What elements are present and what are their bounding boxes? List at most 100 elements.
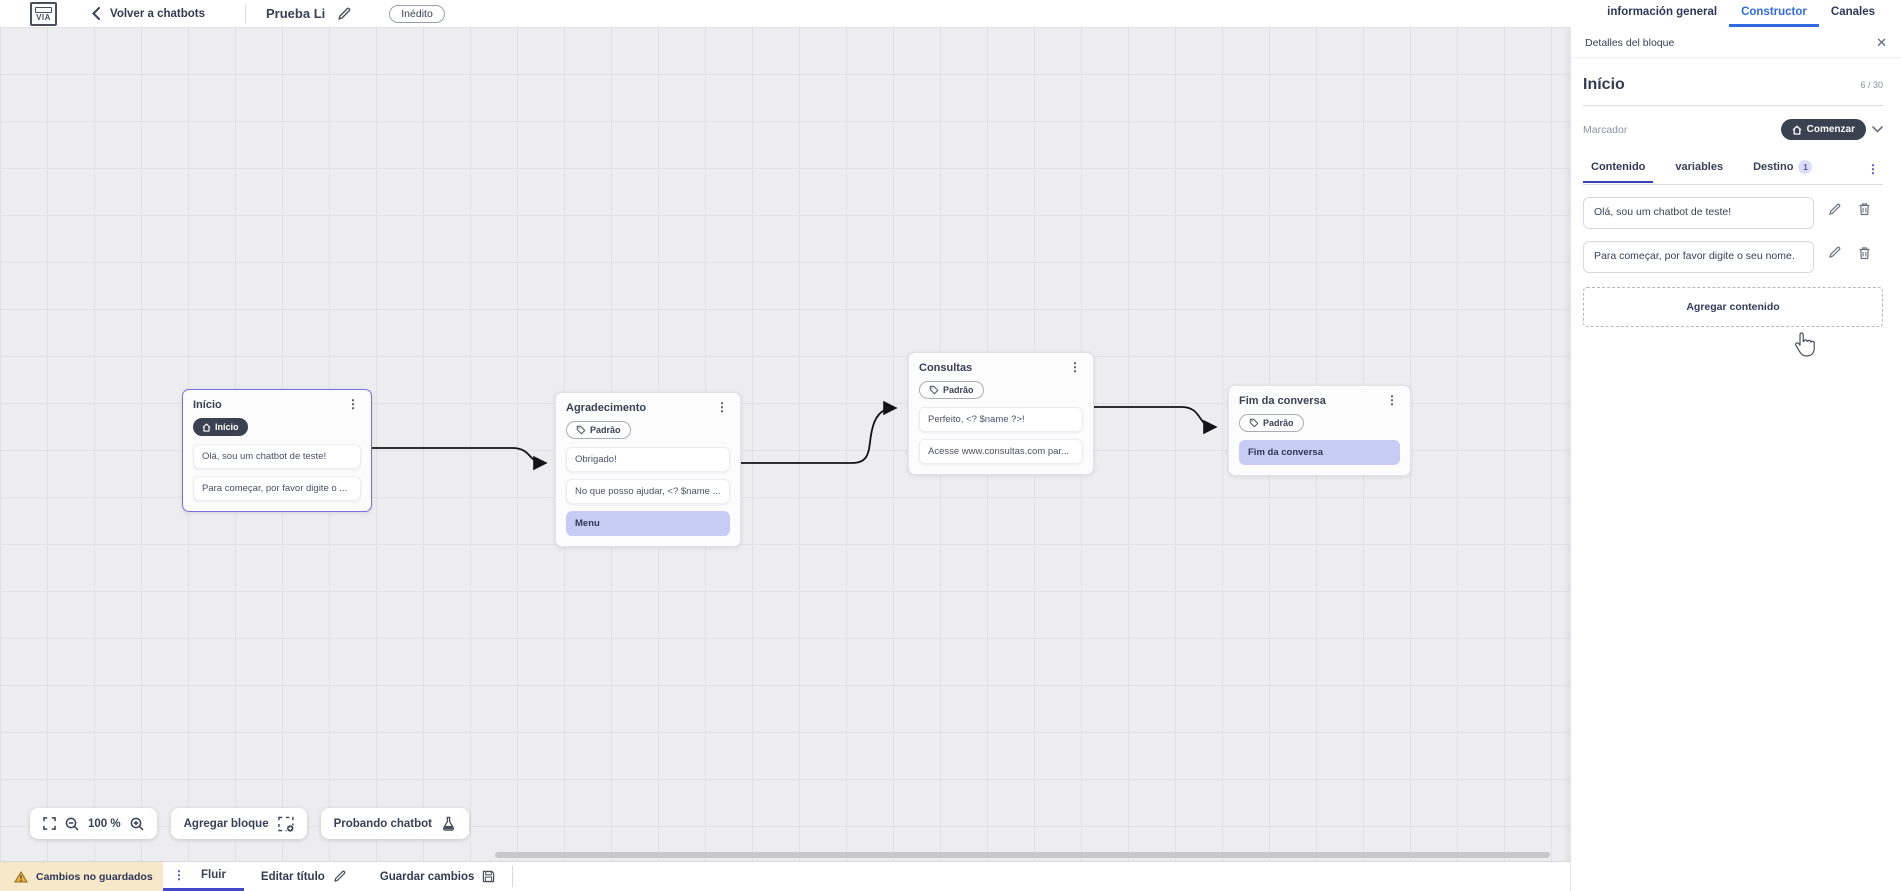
- home-icon: [1792, 125, 1802, 135]
- back-chevron-icon[interactable]: [92, 7, 100, 20]
- topbar-divider: [245, 4, 247, 23]
- edit-content-pencil-icon[interactable]: [1828, 246, 1841, 259]
- node-item[interactable]: Perfeito, <? $name ?>!: [919, 407, 1083, 432]
- edge-inicio-agradecimento: [372, 447, 548, 471]
- app-logo-text: VIA: [36, 12, 51, 22]
- save-changes-button[interactable]: Guardar cambios: [363, 862, 513, 891]
- content-row: Olá, sou um chatbot de teste!: [1583, 197, 1883, 229]
- unsaved-changes-label: Cambios no guardados: [36, 870, 153, 883]
- tab-fluir[interactable]: ⋮ Fluir: [163, 862, 244, 891]
- panel-divider: [1583, 105, 1883, 106]
- edit-content-pencil-icon[interactable]: [1828, 203, 1841, 216]
- close-icon[interactable]: ✕: [1876, 35, 1887, 50]
- node-marker-badge: Padrão: [919, 381, 984, 399]
- unsaved-changes-indicator: Cambios no guardados: [0, 862, 163, 891]
- add-block-button[interactable]: Agregar bloque: [170, 808, 307, 839]
- chatbot-title: Prueba Li: [266, 6, 326, 21]
- zoom-controls: 100 %: [30, 808, 157, 839]
- node-item-menu[interactable]: Menu: [566, 511, 730, 536]
- node-marker-label: Padrão: [943, 385, 974, 395]
- tab-variables-label: variables: [1675, 161, 1724, 173]
- node-title: Agradecimento: [566, 402, 647, 414]
- node-menu-icon[interactable]: ⋮: [1069, 360, 1081, 374]
- flow-node-agradecimento[interactable]: Agradecimento ⋮ Padrão Obrigado! No que …: [555, 392, 741, 547]
- edge-consultas-fim: [1093, 406, 1218, 435]
- tab-informacion-general[interactable]: información general: [1607, 6, 1718, 18]
- node-marker-label: Padrão: [590, 425, 621, 435]
- pencil-icon: [334, 870, 346, 882]
- tab-canales[interactable]: Canales: [1830, 6, 1875, 18]
- flow-node-inicio[interactable]: Início ⋮ Início Olá, sou um chatbot de t…: [182, 389, 372, 512]
- edit-title-button[interactable]: Editar título: [244, 862, 363, 891]
- tag-icon: [576, 425, 586, 435]
- panel-header: Detalles del bloque ✕: [1571, 27, 1901, 58]
- bottom-bar: Cambios no guardados ⋮ Fluir Editar títu…: [0, 861, 1570, 891]
- zoom-level: 100 %: [88, 817, 121, 830]
- node-item[interactable]: No que posso ajudar, <? $name ...: [566, 479, 730, 504]
- block-title: Início: [1583, 76, 1625, 93]
- tab-constructor[interactable]: Constructor: [1729, 0, 1819, 27]
- flow-canvas[interactable]: Início ⋮ Início Olá, sou um chatbot de t…: [0, 27, 1570, 861]
- zoom-in-icon[interactable]: [130, 817, 144, 831]
- flow-node-fim-da-conversa[interactable]: Fim da conversa ⋮ Padrão Fim da conversa: [1228, 385, 1411, 476]
- edge-agradecimento-consultas: [740, 400, 898, 464]
- zoom-out-icon[interactable]: [65, 817, 79, 831]
- add-block-label: Agregar bloque: [183, 817, 269, 830]
- content-row: Para começar, por favor digite o seu nom…: [1583, 240, 1883, 273]
- node-title: Consultas: [919, 362, 973, 374]
- node-marker-badge: Padrão: [1239, 414, 1304, 432]
- edit-title-pencil-icon[interactable]: [337, 7, 351, 21]
- node-item[interactable]: Obrigado!: [566, 447, 730, 472]
- block-title-counter: 6 / 30: [1860, 80, 1883, 90]
- tag-icon: [929, 385, 939, 395]
- node-marker-badge: Início: [193, 418, 248, 436]
- node-menu-icon[interactable]: ⋮: [1386, 393, 1398, 407]
- delete-content-trash-icon[interactable]: [1858, 202, 1871, 216]
- flow-tab-menu-icon[interactable]: ⋮: [173, 868, 185, 882]
- tab-contenido[interactable]: Contenido: [1583, 155, 1654, 183]
- canvas-horizontal-scrollbar[interactable]: [495, 852, 1550, 858]
- marker-label: Marcador: [1583, 123, 1628, 136]
- node-menu-icon[interactable]: ⋮: [716, 400, 728, 414]
- add-content-button[interactable]: Agregar contenido: [1583, 286, 1883, 327]
- tab-variables[interactable]: variables: [1667, 155, 1731, 183]
- status-badge: Inédito: [389, 4, 445, 23]
- tab-destino[interactable]: Destino 1: [1745, 154, 1820, 184]
- save-icon: [483, 870, 495, 883]
- canvas-toolbar: 100 % Agregar bloque Probando chatbot: [30, 808, 469, 839]
- tab-contenido-label: Contenido: [1591, 161, 1646, 173]
- node-item[interactable]: Olá, sou um chatbot de teste!: [193, 443, 361, 469]
- node-item-fim[interactable]: Fim da conversa: [1239, 440, 1400, 465]
- marker-value-label: Comenzar: [1806, 124, 1855, 135]
- app-logo[interactable]: VIA: [30, 1, 57, 26]
- panel-tabs: Contenido variables Destino 1 ⋮: [1583, 154, 1883, 185]
- content-text-card[interactable]: Para começar, por favor digite o seu nom…: [1583, 240, 1814, 273]
- edit-title-label: Editar título: [260, 870, 325, 883]
- test-chatbot-label: Probando chatbot: [333, 817, 432, 830]
- tab-destino-label: Destino: [1753, 161, 1794, 173]
- content-text-card[interactable]: Olá, sou um chatbot de teste!: [1583, 197, 1814, 229]
- flow-node-consultas[interactable]: Consultas ⋮ Padrão Perfeito, <? $name ?>…: [908, 352, 1094, 475]
- save-changes-label: Guardar cambios: [379, 870, 475, 883]
- node-marker-label: Início: [215, 422, 239, 432]
- flask-icon: [441, 816, 456, 831]
- marker-value-button[interactable]: Comenzar: [1780, 119, 1866, 140]
- chevron-down-icon[interactable]: [1872, 126, 1883, 133]
- bottombar-divider: [512, 866, 514, 887]
- panel-header-title: Detalles del bloque: [1585, 36, 1675, 49]
- back-to-chatbots-link[interactable]: Volver a chatbots: [110, 7, 206, 20]
- flow-tab-label: Fluir: [201, 869, 226, 881]
- node-menu-icon[interactable]: ⋮: [347, 397, 359, 411]
- delete-content-trash-icon[interactable]: [1858, 246, 1871, 260]
- add-block-icon: [277, 816, 294, 832]
- test-chatbot-button[interactable]: Probando chatbot: [320, 808, 469, 839]
- main-tabs: información general Constructor Canales: [1595, 0, 1901, 27]
- node-item[interactable]: Acesse www.consultas.com par...: [919, 439, 1083, 464]
- fullscreen-icon[interactable]: [43, 817, 56, 830]
- node-item[interactable]: Para começar, por favor digite o ...: [193, 475, 361, 501]
- panel-tabs-menu-icon[interactable]: ⋮: [1867, 162, 1879, 176]
- tag-icon: [1249, 418, 1259, 428]
- warning-icon: [14, 870, 28, 882]
- destino-count-badge: 1: [1798, 160, 1813, 174]
